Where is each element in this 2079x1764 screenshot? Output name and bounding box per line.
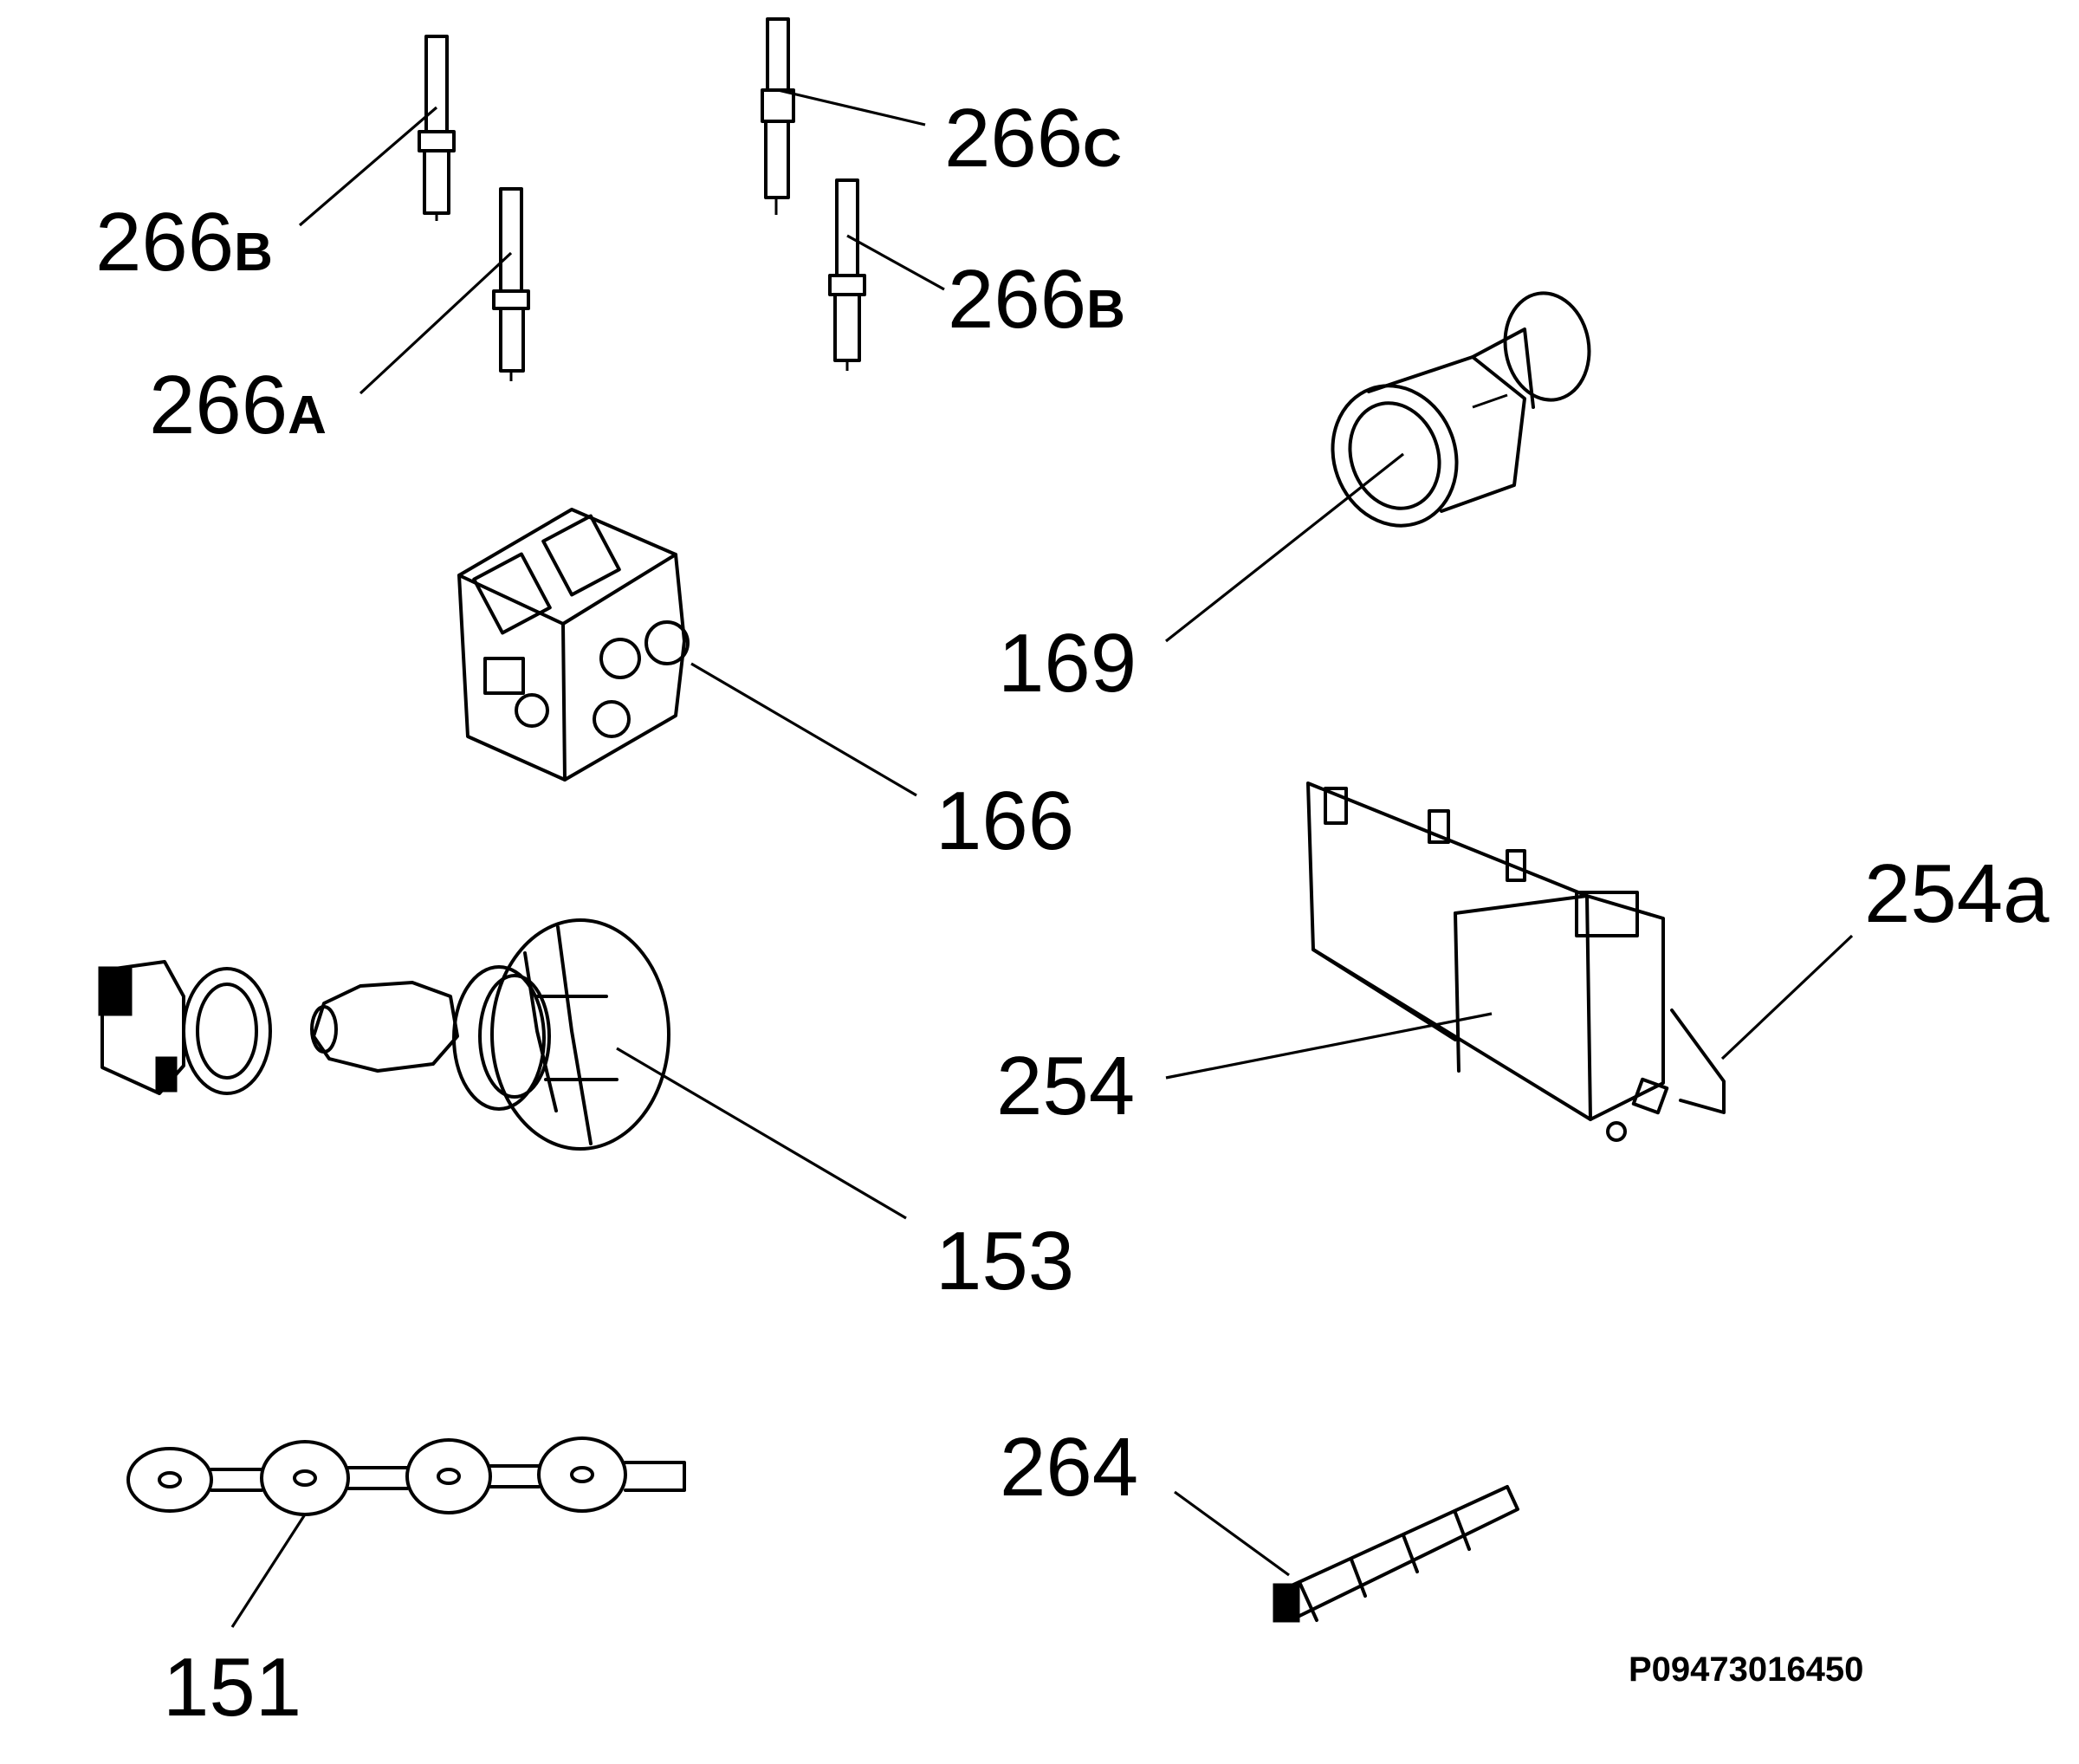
leader-254a (1720, 934, 1854, 1060)
leader-266b-right (846, 234, 945, 291)
callout-266c: 266C (944, 92, 1122, 185)
leader-166 (690, 662, 917, 797)
electrode-266c (761, 17, 795, 215)
callout-264: 264 (1000, 1421, 1138, 1514)
callout-266b-right: 266B (948, 253, 1125, 346)
switch-166 (457, 508, 690, 781)
cable-clip-264 (1273, 1485, 1519, 1623)
callout-169: 169 (998, 617, 1137, 710)
callout-254a: 254a (1864, 847, 2050, 940)
knob-assembly-153 (98, 918, 670, 1151)
leader-266a (359, 251, 513, 395)
electrode-266a (492, 187, 530, 381)
leader-264 (1174, 1490, 1290, 1577)
electrode-266b-left (418, 35, 456, 221)
electrode-266b-right (828, 178, 866, 371)
leader-266b-left (298, 106, 438, 227)
leader-151 (230, 1514, 307, 1628)
callout-266b-left: 266B (95, 196, 273, 289)
grommet-strip-151 (126, 1436, 686, 1516)
leader-266c (777, 88, 926, 126)
callout-151: 151 (163, 1641, 301, 1734)
leader-lines (230, 88, 1854, 1628)
callout-254: 254 (996, 1040, 1135, 1132)
spark-generator-254 (1306, 781, 1726, 1142)
callout-266a: 266A (149, 359, 327, 451)
leader-254 (1165, 1012, 1493, 1080)
leader-169 (1165, 452, 1404, 643)
drawing-code: P09473016450 (1629, 1651, 1863, 1689)
callout-166: 166 (936, 775, 1074, 867)
callout-153: 153 (936, 1215, 1074, 1307)
leader-153 (616, 1047, 907, 1220)
oven-lamp-169 (1331, 291, 1591, 528)
